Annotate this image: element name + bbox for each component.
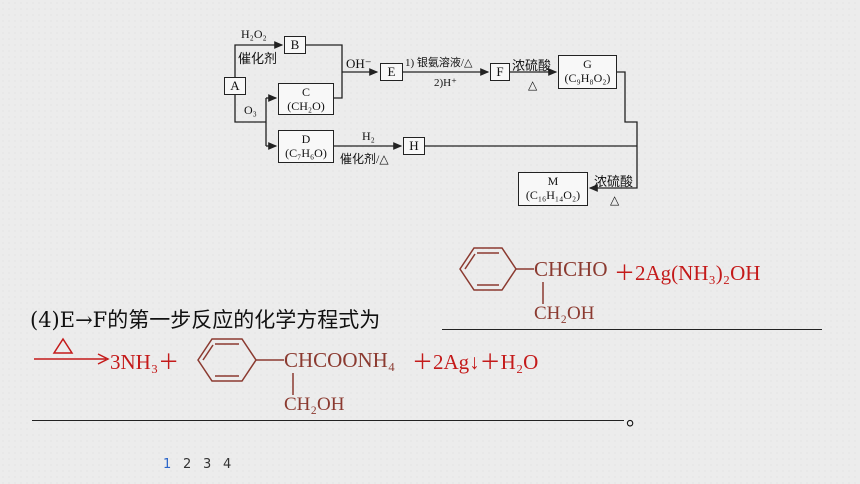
label-step1: 1) 银氨溶液/△ [405,57,473,69]
page-link-1[interactable]: 1 [163,457,172,472]
question-text: (4)E→F的第一步反应的化学方程式为 [30,308,381,332]
answer-blank-line-1 [442,329,822,330]
node-c-formula: (CH₂O) [287,99,325,113]
product-benzene-ring [197,338,284,382]
label-conc-h2so4-fg: 浓硫酸 [512,58,552,73]
page-link-2[interactable]: 2 [183,457,192,472]
node-g: G (C₉H₈O₂) [558,55,617,89]
reactant-benzene-ring [459,247,534,291]
reactant-side-bond [542,282,544,304]
node-m-name: M [547,174,559,188]
node-c: C (CH₂O) [278,83,334,115]
product-chain: CHCOONH₄ [284,348,396,372]
node-g-name: G [583,57,592,71]
node-h: H [403,137,425,155]
label-heat-fg: △ [528,78,538,92]
label-oh-minus: OH⁻ [346,56,372,71]
node-m: M (C₁₆H₁₄O₂) [518,172,588,206]
node-f: F [490,63,510,81]
label-conc-h2so4-m: 浓硫酸 [594,174,634,189]
node-g-formula: (C₉H₈O₂) [564,71,611,85]
reagent-text: ＋2Ag(NH₃)₂OH [614,261,761,285]
period-mark: 。 [626,406,647,430]
node-m-formula: (C₁₆H₁₄O₂) [525,188,581,202]
reaction-arrow [34,337,110,365]
label-catalyst-dh: 催化剂/△ [340,152,389,166]
label-catalyst-ab: 催化剂 [238,51,278,66]
reactant-side-group: CH₂OH [534,303,595,324]
label-heat-m: △ [610,193,620,207]
page-link-3[interactable]: 3 [203,457,212,472]
label-step2: 2)H⁺ [434,77,457,89]
node-e: E [380,63,403,81]
product-tail: ＋2Ag↓＋H₂O [412,350,539,374]
label-h2o2: H₂O₂ [241,27,267,41]
node-b: B [284,36,306,54]
product-side-group: CH₂OH [284,394,345,415]
node-d: D (C₇H₆O) [278,130,334,163]
answer-blank-line-2 [32,420,624,421]
label-o3: O₃ [244,103,257,117]
node-d-formula: (C₇H₆O) [285,146,327,160]
flowchart-connectors [234,41,638,192]
reactant-chain: CHCHO [534,257,608,281]
node-c-name: C [301,85,310,99]
label-h2: H₂ [362,129,375,143]
nh3-term: 3NH₃＋ [110,350,180,374]
node-d-name: D [301,132,311,146]
product-side-bond [292,373,294,395]
node-a: A [224,77,246,95]
page-link-4[interactable]: 4 [223,457,232,472]
